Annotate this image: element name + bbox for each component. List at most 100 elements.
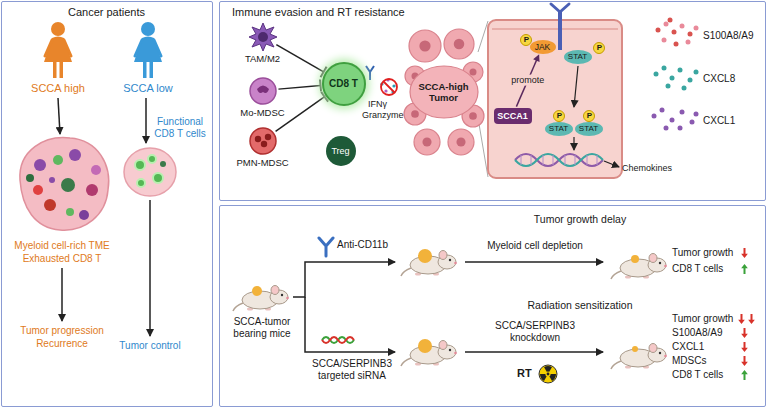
flow-arrow bbox=[61, 268, 63, 321]
mouse-figure bbox=[611, 344, 667, 370]
chemokine-dots bbox=[674, 42, 679, 47]
tumor-tissue bbox=[137, 179, 145, 187]
chemokine-dots bbox=[694, 70, 699, 75]
mouse-figure bbox=[418, 249, 432, 263]
node-text: JAK bbox=[530, 41, 556, 51]
mdsc-cell bbox=[264, 133, 270, 139]
cytotoxic-signal bbox=[384, 82, 395, 93]
chemokine-dots bbox=[662, 66, 667, 71]
patient-figure bbox=[51, 22, 65, 36]
zoom-inset bbox=[515, 154, 603, 166]
chemokine-dots bbox=[656, 28, 661, 33]
phospho-tag: P bbox=[593, 42, 605, 54]
zoom-inset bbox=[478, 4, 622, 178]
tumor-cluster bbox=[422, 137, 431, 146]
tumor-tissue bbox=[49, 177, 55, 183]
panel: Immune evasion and RT resistanceTAM/M2Mo… bbox=[219, 1, 766, 201]
tumor-cluster bbox=[411, 110, 419, 118]
label-text: SCCA/SERPINB3 knockdown bbox=[480, 320, 590, 344]
chemokine-dots bbox=[670, 76, 675, 81]
mdsc-cell bbox=[250, 128, 276, 154]
mouse-figure bbox=[631, 255, 639, 263]
node-text: CD8 T bbox=[322, 78, 366, 90]
treatment-arrow bbox=[293, 262, 395, 297]
tumor-tissue bbox=[20, 138, 176, 231]
mouse-figure bbox=[611, 254, 667, 280]
zoom-inset bbox=[515, 154, 603, 166]
inhibition-bar bbox=[320, 80, 321, 92]
mdsc-cell bbox=[257, 85, 269, 93]
patient-figure bbox=[135, 40, 161, 56]
node-text: STAT bbox=[545, 124, 573, 134]
tumor-tissue bbox=[34, 159, 46, 171]
node-text: P bbox=[554, 111, 566, 121]
tumor-tissue bbox=[124, 148, 176, 196]
node-text: Radiation sensitization bbox=[510, 299, 650, 312]
tumor-cluster bbox=[414, 129, 440, 155]
cytotoxic-signal bbox=[384, 89, 387, 92]
node-text: Cancer patients bbox=[2, 6, 211, 19]
tumor-cluster bbox=[410, 66, 478, 118]
zoom-inset bbox=[604, 161, 619, 167]
macrophage-cell: TAM/M2 bbox=[248, 22, 278, 52]
patient-figure bbox=[44, 37, 72, 79]
mouse-figure bbox=[252, 286, 262, 296]
label-text: CXCL8 bbox=[703, 73, 735, 85]
change-arrow bbox=[738, 248, 755, 380]
change-arrow bbox=[741, 370, 748, 380]
zoom-inset bbox=[521, 155, 597, 165]
patient-figure bbox=[141, 22, 155, 36]
label-text: IFNγ bbox=[368, 99, 387, 110]
node-text: Mo-MDSC bbox=[223, 107, 303, 118]
tumor-tissue bbox=[33, 185, 43, 195]
label-text: Tumor growth bbox=[672, 313, 733, 325]
chemokine-dots bbox=[652, 108, 699, 131]
treatment-arrow bbox=[465, 351, 603, 353]
flow-arrow bbox=[58, 98, 60, 134]
mdsc-cell bbox=[250, 78, 276, 104]
node-text: P bbox=[584, 111, 596, 121]
kinase-oval: JAK bbox=[530, 40, 556, 54]
tumor-cluster bbox=[448, 129, 474, 155]
patient-figure bbox=[134, 22, 162, 78]
tumor-tissue bbox=[53, 155, 63, 165]
tumor-cluster bbox=[456, 137, 465, 146]
tumor-tissue bbox=[44, 199, 56, 211]
stat-oval: STAT bbox=[545, 122, 573, 136]
radiation-symbol bbox=[539, 365, 557, 383]
tumor-cluster bbox=[419, 40, 430, 51]
label-text: SCCA-tumor bearing mice bbox=[220, 316, 304, 340]
inhibition-connector bbox=[278, 85, 320, 89]
stat-oval: STAT bbox=[564, 50, 592, 64]
label-text: CXCL1 bbox=[703, 115, 735, 127]
label-text: CD8 T cells bbox=[672, 263, 723, 275]
inhibition-connector bbox=[276, 45, 323, 72]
node-text: STAT bbox=[575, 124, 603, 134]
cytotoxic-signal bbox=[392, 84, 395, 87]
tumor-tissue bbox=[20, 138, 109, 231]
treg-cell: Treg bbox=[326, 136, 356, 166]
cytotoxic-signal bbox=[381, 79, 397, 95]
zoom-inset bbox=[573, 137, 574, 150]
tumor-cluster bbox=[453, 38, 464, 49]
chemokine-dots bbox=[682, 86, 687, 91]
mdsc-cell bbox=[248, 126, 278, 156]
label-text: Myeloid cell-rich TME bbox=[1, 240, 123, 252]
node-text: SCCA-high Tumor bbox=[413, 80, 475, 103]
label-text: MDSCs bbox=[672, 355, 706, 367]
sirna-icon bbox=[322, 337, 354, 343]
label-text: Anti-CD11b bbox=[337, 239, 388, 251]
chemokine-dots bbox=[666, 84, 671, 89]
treatment-arrow bbox=[465, 261, 603, 263]
zoom-inset bbox=[558, 10, 562, 50]
edge-label: promote bbox=[509, 75, 546, 86]
label-text: Recurrence bbox=[12, 338, 112, 350]
tumor-tissue bbox=[26, 174, 34, 182]
zoom-inset bbox=[492, 28, 618, 30]
label-text: Exhausted CD8 T bbox=[7, 253, 117, 265]
node-text: Tumor growth delay bbox=[520, 213, 640, 226]
mouse-figure bbox=[233, 286, 289, 312]
change-arrow bbox=[741, 356, 748, 366]
